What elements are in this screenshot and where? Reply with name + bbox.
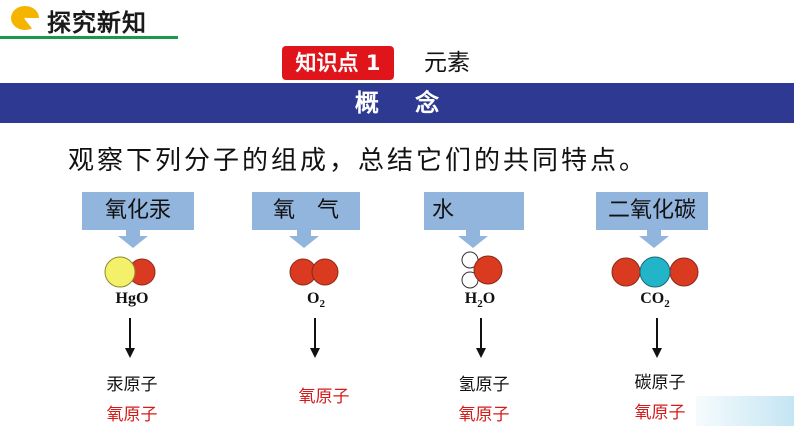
atom-label-carbon: 碳原子	[634, 373, 686, 393]
box-mercury-oxide: 氧化汞	[82, 192, 194, 230]
corner-watermark	[696, 396, 794, 426]
concept-bar: 概 念	[0, 83, 794, 123]
knowledge-point-title: 元素	[424, 50, 470, 76]
formula-o2: O2	[307, 290, 325, 311]
down-arrow-icon	[118, 228, 148, 248]
box-carbon-dioxide: 二氧化碳	[596, 192, 708, 230]
carbon-dioxide-molecule-icon	[611, 256, 699, 288]
pie-chart-icon	[11, 6, 40, 30]
prompt-text: 观察下列分子的组成，总结它们的共同特点。	[68, 146, 649, 176]
atom-label-oxygen: 氧原子	[634, 403, 686, 423]
section-header: 探究新知	[0, 0, 178, 39]
down-arrow-icon	[639, 228, 669, 248]
arrow-down-icon	[310, 318, 320, 358]
atom-label-oxygen: 氧原子	[458, 405, 510, 425]
knowledge-point-badge: 知识点 1	[282, 46, 394, 80]
formula-h2o: H2O	[464, 290, 496, 311]
header-underline	[0, 36, 178, 39]
formula-hgo: HgO	[115, 290, 149, 307]
atom-label-oxygen: 氧原子	[106, 405, 158, 425]
formula-co2: CO2	[640, 290, 670, 311]
arrow-down-icon	[125, 318, 135, 358]
section-title: 探究新知	[47, 9, 147, 37]
atom-label-mercury: 汞原子	[106, 375, 158, 395]
atom-label-hydrogen: 氢原子	[458, 375, 510, 395]
water-molecule-icon	[461, 251, 503, 289]
down-arrow-icon	[289, 228, 319, 248]
down-arrow-icon	[458, 228, 488, 248]
atom-label-oxygen: 氧原子	[298, 387, 350, 407]
oxygen-molecule-icon	[289, 258, 339, 286]
arrow-down-icon	[652, 318, 662, 358]
box-water: 水	[424, 192, 524, 230]
box-oxygen: 氧 气	[252, 192, 360, 230]
mercury-oxide-molecule-icon	[104, 256, 156, 288]
arrow-down-icon	[476, 318, 486, 358]
